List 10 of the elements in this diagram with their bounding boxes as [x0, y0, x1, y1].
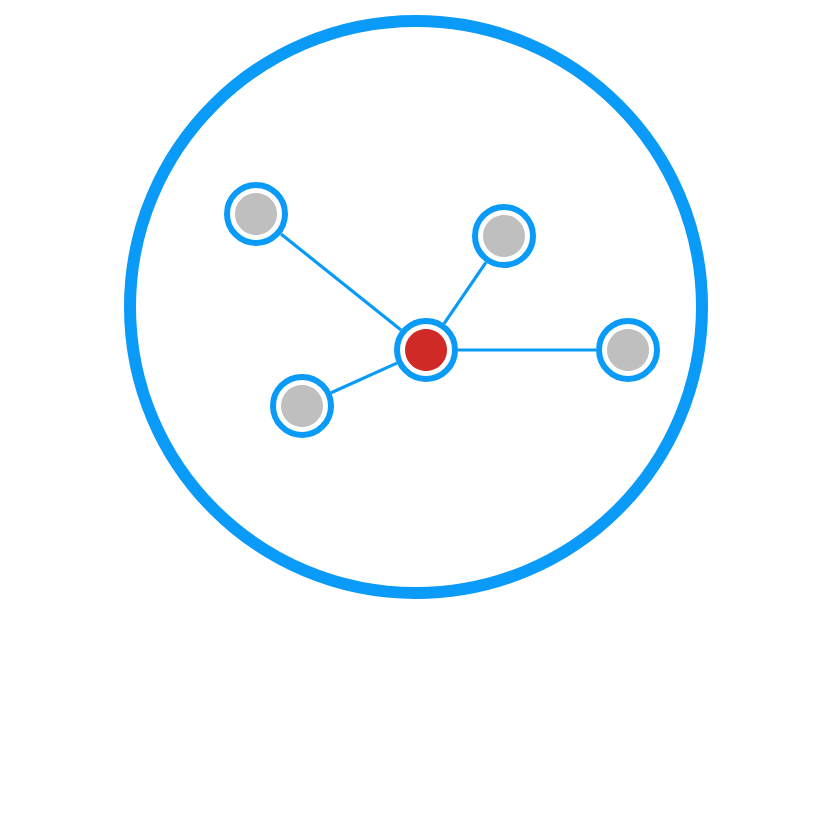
connector-line [458, 348, 596, 352]
large-circle [124, 15, 708, 599]
connector-line [280, 232, 403, 332]
circle-node [472, 204, 536, 268]
circle-node [270, 374, 334, 438]
center-node [394, 318, 458, 382]
circle-node [224, 182, 288, 246]
connector-line [442, 261, 488, 325]
circle-node [596, 318, 660, 382]
connector-line [330, 361, 398, 395]
